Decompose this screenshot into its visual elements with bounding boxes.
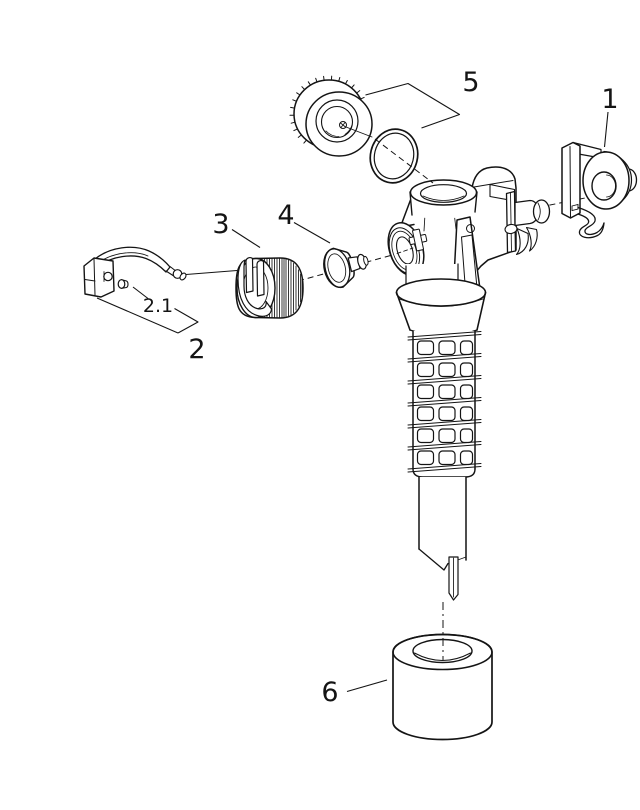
cage-openings [416, 340, 474, 466]
part-label-2: 2 [188, 334, 205, 365]
part-5-cap [289, 75, 373, 157]
part-6-sleeve [392, 633, 493, 741]
part-3-knurled-nut [235, 257, 304, 319]
part-label-1: 1 [601, 84, 618, 115]
leader-part-1 [603, 111, 609, 148]
filter-cage [407, 330, 482, 478]
part-4-valve-cone [323, 247, 369, 289]
part-2-1-pivot-pin [117, 279, 129, 289]
part-5-o-ring [369, 128, 419, 184]
part-labels: 5 1 3 4 2.1 2 6 [143, 67, 619, 708]
part-label-3: 3 [212, 209, 229, 240]
part-label-6: 6 [321, 677, 338, 708]
axis-link-part-2-to-3 [185, 269, 238, 276]
part-label-4: 4 [277, 200, 294, 231]
leader-part-3 [231, 229, 261, 248]
leader-part-2-1 [132, 286, 149, 299]
leader-lines [96, 82, 609, 693]
inlet-wing-tab [408, 228, 428, 252]
part-2-lever-arm [83, 246, 187, 298]
body-collar [395, 263, 487, 337]
outlet-tube [418, 476, 467, 601]
leader-bracket-part-2 [96, 297, 199, 334]
part-label-5: 5 [462, 67, 479, 98]
leader-part-5 [365, 82, 461, 129]
part-1-bracket [561, 141, 638, 239]
part-label-2-1: 2.1 [143, 295, 173, 317]
leader-part-4 [293, 222, 331, 244]
cap-center-axis [374, 138, 434, 184]
leader-part-6 [346, 679, 388, 693]
